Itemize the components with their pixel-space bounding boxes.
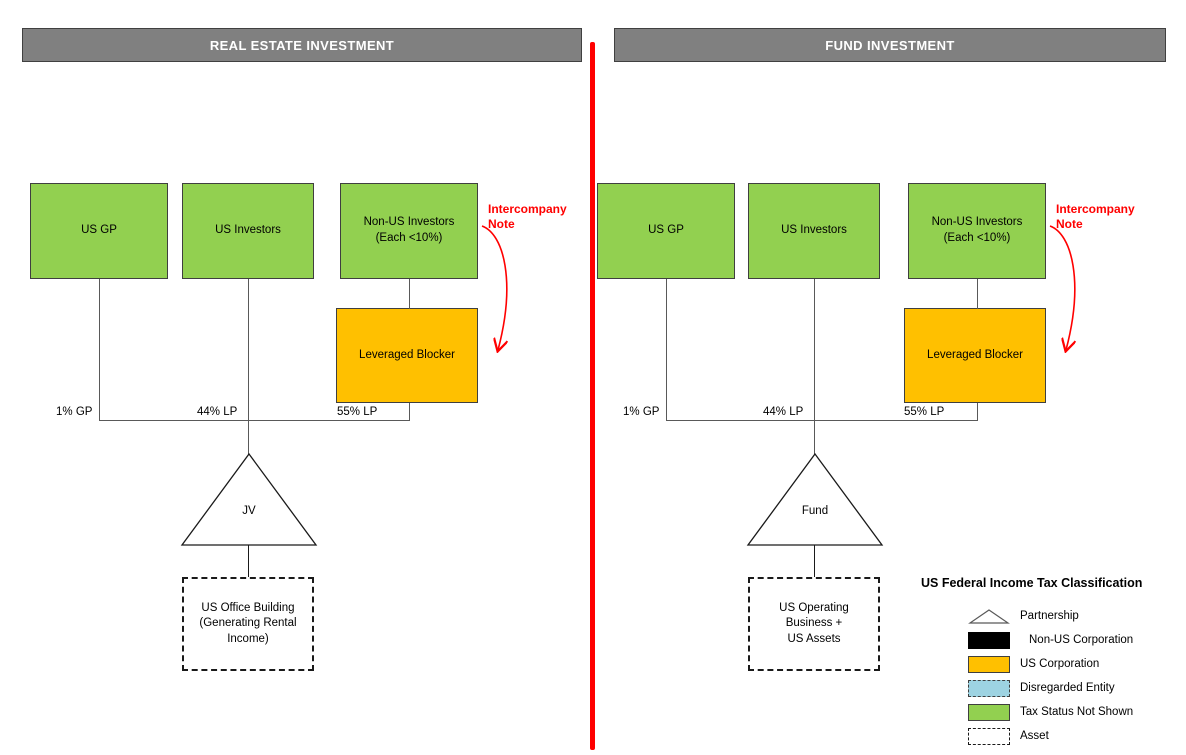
connector-fund-to-asset-right — [814, 545, 816, 577]
arrow-intercompany-note-left — [481, 225, 530, 367]
box-us-gp-left[interactable]: US GP — [30, 183, 168, 279]
connector-us-investors-left — [248, 279, 250, 420]
triangle-fund-right[interactable] — [746, 452, 884, 548]
disregarded-entity-swatch-icon — [968, 679, 1010, 697]
box-leveraged-blocker-left-label: Leveraged Blocker — [359, 348, 455, 361]
box-us-investors-right[interactable]: US Investors — [748, 183, 880, 279]
asset-swatch-icon — [968, 727, 1010, 745]
triangle-jv-left[interactable] — [180, 452, 318, 548]
box-us-investors-left[interactable]: US Investors — [182, 183, 314, 279]
panel-header-fund: FUND INVESTMENT — [614, 28, 1166, 62]
legend-item-asset: Asset — [968, 725, 1049, 747]
box-non-us-investors-right-label: Non-US Investors(Each <10%) — [931, 216, 1023, 244]
box-leveraged-blocker-right[interactable]: Leveraged Blocker — [904, 308, 1046, 403]
pct-gp-right: 1% GP — [623, 406, 659, 418]
connector-us-investors-right — [814, 279, 816, 420]
connector-blocker-left — [409, 403, 411, 421]
connector-us-gp-right — [666, 279, 668, 420]
legend-item-tax-status-not-shown: Tax Status Not Shown — [968, 701, 1133, 723]
triangle-fund-right-label: Fund — [801, 505, 829, 517]
box-leveraged-blocker-right-label: Leveraged Blocker — [927, 348, 1023, 361]
legend-item-partnership-label: Partnership — [1020, 610, 1079, 622]
pct-gp-left-label: 1% GP — [56, 406, 93, 418]
panel-divider — [590, 42, 595, 750]
pct-lp-us-right: 44% LP — [763, 406, 803, 418]
panel-header-real-estate: REAL ESTATE INVESTMENT — [22, 28, 582, 62]
connector-us-gp-left — [99, 279, 101, 420]
pct-lp-us-right-label: 44% LP — [763, 406, 804, 418]
box-us-investors-right-label: US Investors — [781, 224, 847, 237]
box-us-gp-right[interactable]: US GP — [597, 183, 735, 279]
pct-lp-blocker-right-label: 55% LP — [904, 406, 945, 418]
legend-item-non-us-corporation: Non-US Corporation — [968, 629, 1133, 651]
legend-title: US Federal Income Tax Classification — [921, 576, 1143, 590]
pct-lp-us-left: 44% LP — [197, 406, 237, 418]
connector-bus-to-jv-left — [248, 420, 250, 455]
partnership-triangle-icon — [968, 608, 1010, 625]
panel-header-fund-label: FUND INVESTMENT — [825, 37, 955, 53]
box-us-gp-left-label: US GP — [81, 224, 117, 237]
panel-header-real-estate-label: REAL ESTATE INVESTMENT — [209, 37, 395, 53]
pct-gp-right-label: 1% GP — [623, 406, 660, 418]
legend-item-us-corporation-label: US Corporation — [1020, 658, 1100, 670]
connector-non-us-investors-to-blocker-left — [409, 279, 411, 309]
pct-gp-left: 1% GP — [56, 406, 92, 418]
legend-item-disregarded-entity-label: Disregarded Entity — [1020, 682, 1115, 694]
legend-item-tax-status-not-shown-label: Tax Status Not Shown — [1020, 706, 1134, 718]
legend-item-asset-label: Asset — [1020, 730, 1049, 742]
triangle-jv-left-label: JV — [242, 505, 256, 517]
connector-non-us-investors-to-blocker-right — [977, 279, 979, 309]
pct-lp-blocker-right: 55% LP — [904, 406, 944, 418]
box-non-us-investors-left-label: Non-US Investors(Each <10%) — [363, 216, 455, 244]
legend-item-us-corporation: US Corporation — [968, 653, 1099, 675]
connector-bus-to-fund-right — [814, 420, 816, 455]
box-leveraged-blocker-left[interactable]: Leveraged Blocker — [336, 308, 478, 403]
tax-status-not-shown-swatch-icon — [968, 703, 1010, 721]
box-us-gp-right-label: US GP — [648, 224, 684, 237]
non-us-corporation-swatch-icon — [968, 631, 1010, 649]
pct-lp-blocker-left-label: 55% LP — [337, 406, 378, 418]
pct-lp-us-left-label: 44% LP — [197, 406, 238, 418]
legend-item-disregarded-entity: Disregarded Entity — [968, 677, 1115, 699]
box-us-investors-left-label: US Investors — [215, 224, 281, 237]
arrow-intercompany-note-right — [1049, 225, 1098, 367]
legend-item-partnership: Partnership — [968, 605, 1079, 627]
box-non-us-investors-left[interactable]: Non-US Investors(Each <10%) — [340, 183, 478, 279]
legend-item-non-us-corporation-label: Non-US Corporation — [1029, 634, 1134, 646]
bus-line-left — [99, 420, 410, 422]
connector-blocker-right — [977, 403, 979, 421]
pct-lp-blocker-left: 55% LP — [337, 406, 377, 418]
us-corporation-swatch-icon — [968, 655, 1010, 673]
bus-line-right — [666, 420, 978, 422]
connector-jv-to-asset-left — [248, 545, 250, 577]
box-non-us-investors-right[interactable]: Non-US Investors(Each <10%) — [908, 183, 1046, 279]
